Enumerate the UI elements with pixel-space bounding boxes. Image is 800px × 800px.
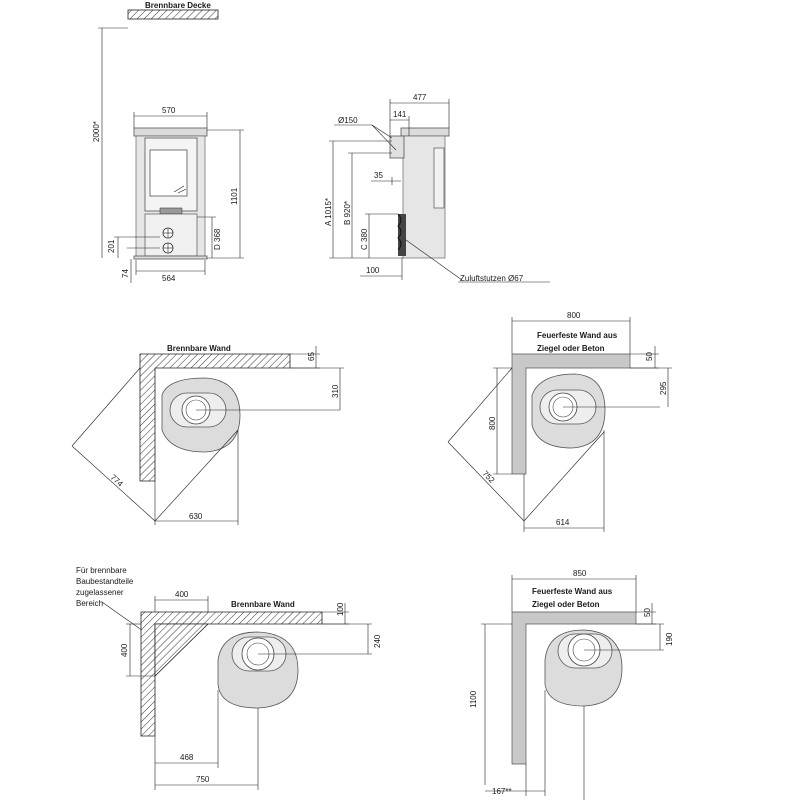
- wall-label: Brennbare Wand: [231, 600, 295, 609]
- front-top-plate: [133, 127, 208, 137]
- dim-850: 850: [573, 569, 587, 578]
- dim-468: 468: [180, 753, 194, 762]
- dim-400-top: 400: [175, 590, 189, 599]
- dim-190: 190: [665, 632, 674, 646]
- wall-label-1: Feuerfeste Wand aus: [537, 331, 618, 340]
- air-inlet-label: Zuluftstutzen Ø67: [460, 274, 524, 283]
- dim-295: 295: [659, 381, 668, 395]
- dim-50: 50: [645, 352, 654, 361]
- dim-800-side: 800: [488, 416, 497, 430]
- air-pipe: [398, 214, 406, 256]
- dim-477: 477: [413, 93, 427, 102]
- dim-50: 50: [643, 608, 652, 617]
- front-window: [149, 149, 188, 197]
- wall-label: Brennbare Wand: [167, 344, 231, 353]
- flue-outlet: [389, 135, 405, 159]
- dim-100: 100: [366, 266, 380, 275]
- permitted-zone: [154, 623, 209, 677]
- dim-2000: 2000*: [92, 121, 101, 142]
- plan-mid-right: 800 Feuerfeste Wand aus Ziegel oder Beto…: [447, 311, 672, 532]
- note-line-3: zugelassener: [76, 588, 124, 597]
- dim-35: 35: [374, 171, 383, 180]
- note-line-4: Bereich: [76, 599, 103, 608]
- dim-141: 141: [393, 110, 407, 119]
- side-view: 477 141 Ø150 A 1015* B 920* 35 C 380 100: [324, 93, 550, 283]
- dim-750: 750: [196, 775, 210, 784]
- dim-b-920: B 920*: [343, 201, 352, 225]
- dim-d-368: D 368: [213, 228, 222, 250]
- dim-65: 65: [307, 352, 316, 361]
- dim-74: 74: [121, 269, 130, 278]
- plan-bottom-right: 850 Feuerfeste Wand aus Ziegel oder Beto…: [469, 569, 674, 800]
- dim-167: 167**: [492, 787, 512, 796]
- note-line-1: Für brennbare: [76, 566, 127, 575]
- dim-100: 100: [336, 602, 345, 616]
- dim-614: 614: [556, 518, 570, 527]
- dim-1101: 1101: [230, 187, 239, 205]
- dim-800-top: 800: [567, 311, 581, 320]
- side-top-plate: [400, 127, 450, 137]
- ceiling-label: Brennbare Decke: [145, 1, 211, 10]
- dim-400-side: 400: [120, 643, 129, 657]
- wall-label-2: Ziegel oder Beton: [532, 600, 600, 609]
- dim-c-380: C 380: [360, 228, 369, 250]
- dim-570: 570: [162, 106, 176, 115]
- plan-mid-left: Brennbare Wand 65 310 774 630: [71, 344, 344, 525]
- dim-1100: 1100: [469, 690, 478, 708]
- dim-a-1015: A 1015*: [324, 198, 333, 226]
- dim-774: 774: [109, 473, 125, 489]
- dim-630: 630: [189, 512, 203, 521]
- note-line-2: Baubestandteile: [76, 577, 134, 586]
- dim-564: 564: [162, 274, 176, 283]
- dim-752: 752: [481, 469, 497, 485]
- dim-240: 240: [373, 634, 382, 648]
- dim-150: Ø150: [338, 116, 358, 125]
- wall-label-1: Feuerfeste Wand aus: [532, 587, 613, 596]
- front-view: Brennbare Decke 2000* 570 1101 D 368: [92, 1, 244, 283]
- ceiling-hatch: [127, 9, 219, 20]
- dim-201: 201: [107, 239, 116, 253]
- wall-label-2: Ziegel oder Beton: [537, 344, 605, 353]
- dim-310: 310: [331, 384, 340, 398]
- plan-bottom-left: Für brennbare Baubestandteile zugelassen…: [76, 566, 382, 790]
- dim-line-774: [71, 445, 156, 522]
